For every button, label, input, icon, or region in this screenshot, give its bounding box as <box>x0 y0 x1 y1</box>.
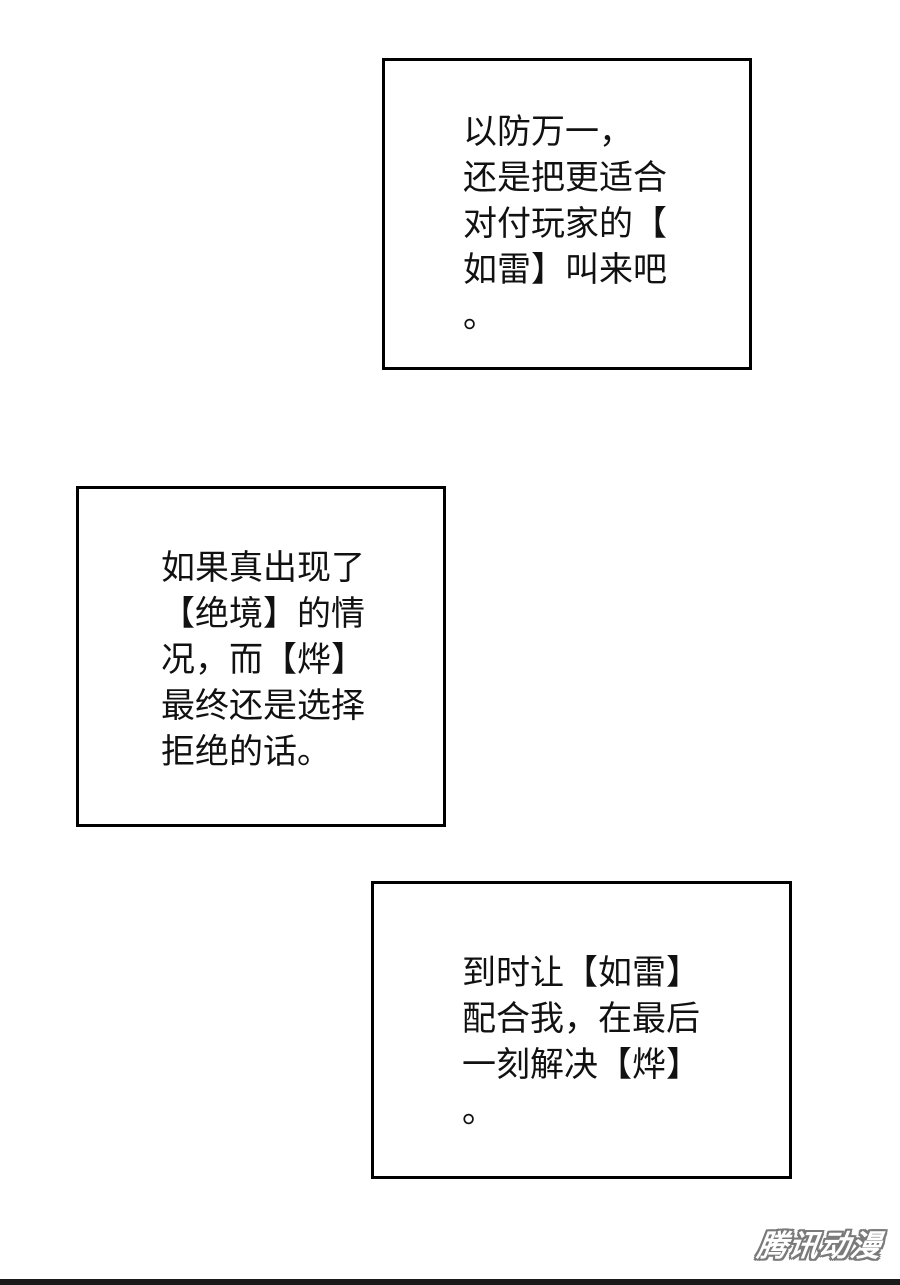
caption-line: 一刻解决【烨】 <box>462 1045 700 1085</box>
caption-line: 以防万一， <box>463 112 633 152</box>
caption-line: 配合我，在最后 <box>462 999 700 1039</box>
caption-box-1: 以防万一， 还是把更适合 对付玩家的【 如雷】叫来吧 。 <box>382 58 752 370</box>
caption-line: 对付玩家的【 <box>463 204 667 244</box>
caption-line: 如雷】叫来吧 <box>463 250 667 290</box>
caption-line: 。 <box>462 1091 496 1131</box>
caption-line: 如果真出现了 <box>161 548 365 588</box>
caption-box-3: 到时让【如雷】 配合我，在最后 一刻解决【烨】 。 <box>371 881 792 1179</box>
caption-line: 最终还是选择 <box>161 686 365 726</box>
page-bottom-edge <box>0 1279 900 1285</box>
caption-line: 拒绝的话。 <box>161 732 331 772</box>
caption-line: 况，而【烨】 <box>161 640 365 680</box>
caption-text-1: 以防万一， 还是把更适合 对付玩家的【 如雷】叫来吧 。 <box>463 109 667 339</box>
caption-line: 【绝境】的情 <box>161 594 365 634</box>
caption-text-3: 到时让【如雷】 配合我，在最后 一刻解决【烨】 。 <box>462 950 700 1134</box>
caption-box-2: 如果真出现了 【绝境】的情 况，而【烨】 最终还是选择 拒绝的话。 <box>76 486 446 827</box>
caption-line: 还是把更适合 <box>463 158 667 198</box>
caption-line: 到时让【如雷】 <box>462 953 700 993</box>
caption-line: 。 <box>463 296 497 336</box>
caption-text-2: 如果真出现了 【绝境】的情 况，而【烨】 最终还是选择 拒绝的话。 <box>161 545 365 775</box>
publisher-watermark-logo: 腾讯动漫 <box>755 1229 884 1264</box>
